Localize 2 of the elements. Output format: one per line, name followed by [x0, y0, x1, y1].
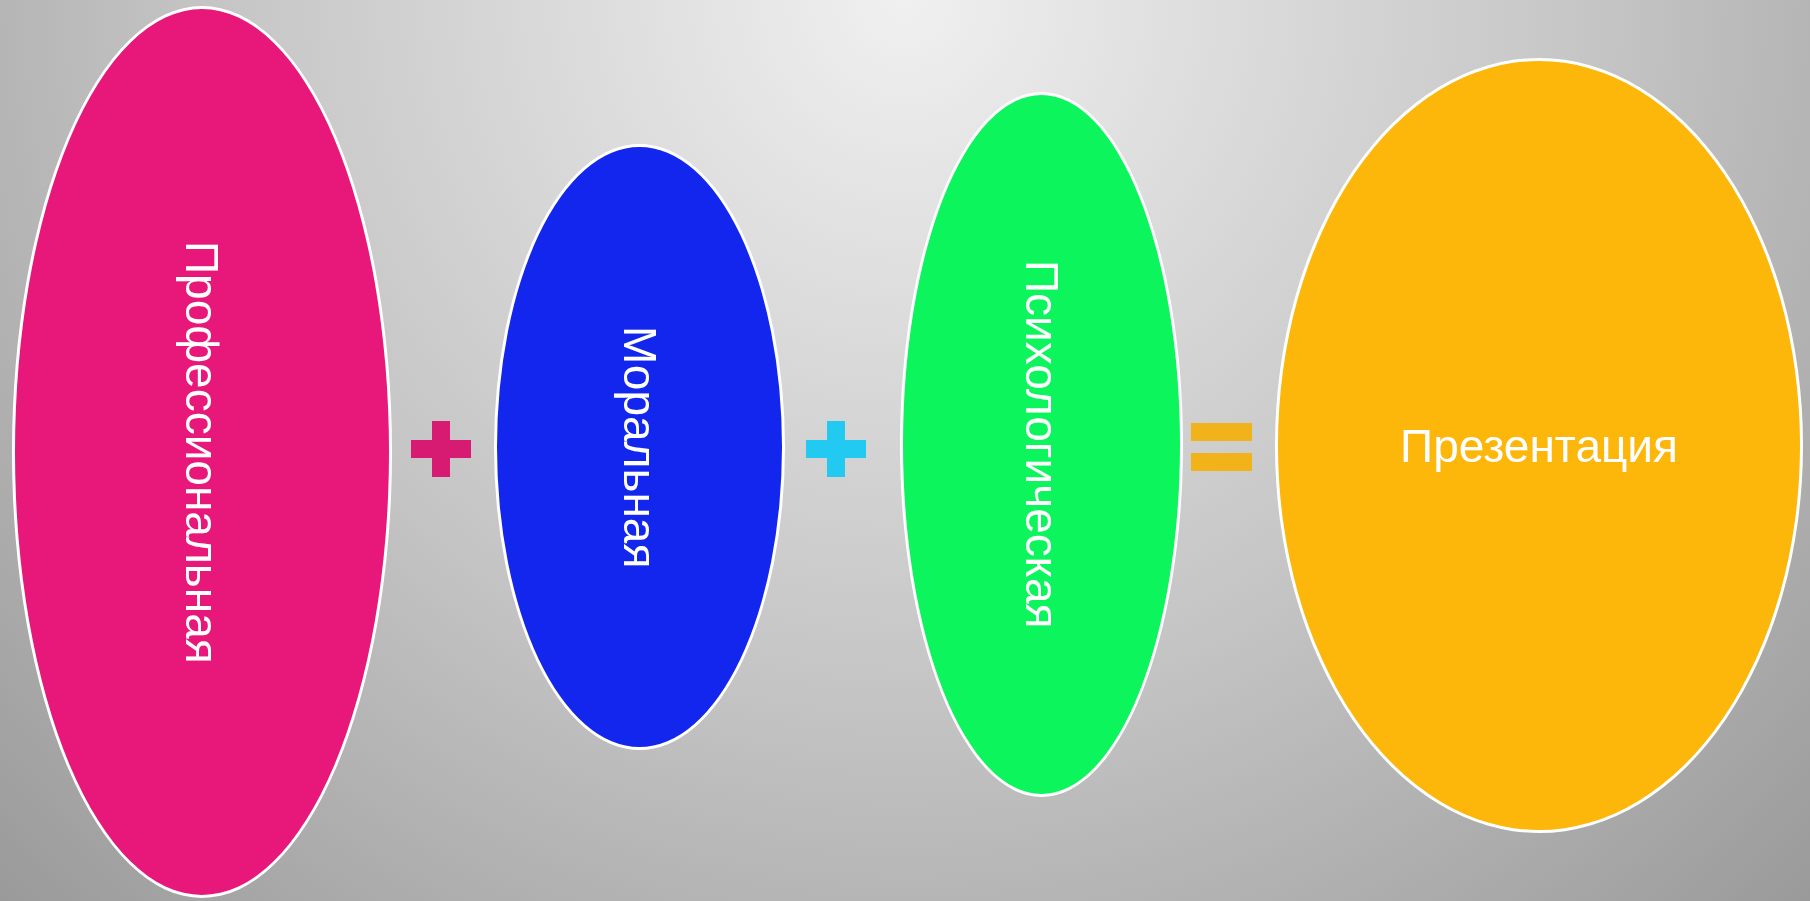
- ellipse-label: Психологическая: [1018, 260, 1065, 629]
- ellipse-label: Моральная: [616, 325, 663, 569]
